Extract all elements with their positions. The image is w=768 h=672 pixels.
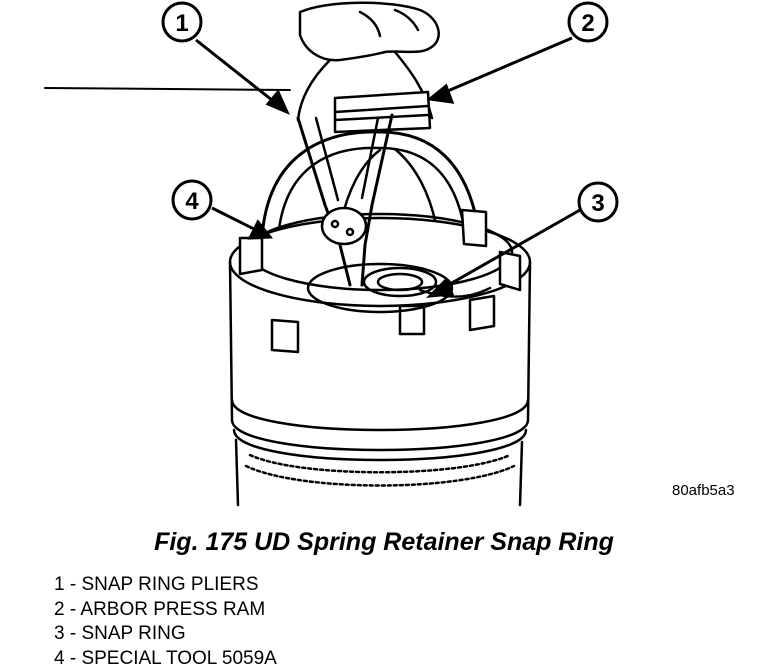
figure-caption: Fig. 175 UD Spring Retainer Snap Ring (154, 528, 614, 556)
arbor-press-ram (333, 90, 432, 134)
callout-circle-1 (161, 1, 203, 43)
image-id-label: 80afb5a3 (672, 482, 735, 499)
legend-item-3: 3 - SNAP RING (54, 623, 186, 644)
legend-item-2: 2 - ARBOR PRESS RAM (54, 598, 266, 620)
callout-label-1: 1 (175, 10, 188, 37)
callout-circle-2 (567, 1, 609, 43)
callout-circle-3 (577, 181, 619, 223)
legend-list: 1 - SNAP RING PLIERS 2 - ARBOR PRESS RAM… (54, 573, 277, 671)
callout-label-4: 4 (185, 188, 199, 215)
arrowhead-4 (247, 219, 274, 240)
retainer-drum (228, 208, 532, 507)
callout-label-3: 3 (591, 190, 604, 217)
leader-line-1 (195, 38, 283, 110)
arrowhead-2 (426, 83, 455, 104)
arrowhead-1 (265, 89, 290, 115)
snap-ring-pliers (296, 113, 394, 287)
legend-item-1: 1 - SNAP RING PLIERS (54, 574, 259, 595)
leader-line-3 (435, 208, 581, 294)
callout-label-2: 2 (581, 10, 594, 37)
arrowhead-3 (426, 277, 455, 298)
legend-item-4: 4 - SPECIAL TOOL 5059A (54, 647, 277, 669)
leader-line-2 (435, 36, 573, 98)
callout-circle-4 (171, 179, 213, 221)
diagram-illustration: 1 2 3 4 (44, 1, 619, 507)
